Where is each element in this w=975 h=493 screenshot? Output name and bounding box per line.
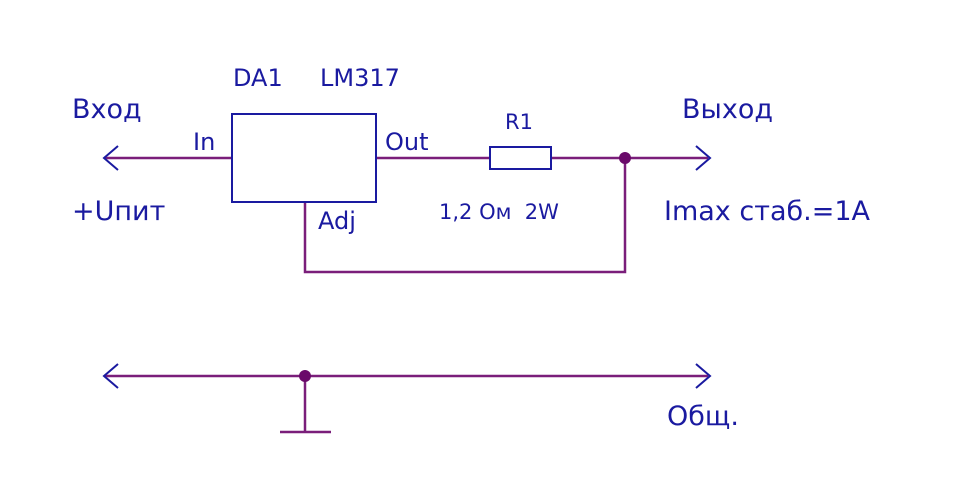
resistor-value-label: 1,2 Ом 2W <box>439 200 559 224</box>
components <box>231 113 552 203</box>
common-right-arrow-icon <box>695 363 712 389</box>
adj-feedback-wire <box>303 158 627 274</box>
regulator-chip <box>231 113 377 203</box>
chip-model: LM317 <box>320 64 400 92</box>
common-left-arrow-icon <box>102 363 119 389</box>
arrows <box>102 145 712 389</box>
junctions <box>299 152 631 382</box>
input-arrow-icon <box>102 145 119 171</box>
output-arrow-icon <box>695 145 712 171</box>
output-title: Выход <box>682 94 773 125</box>
resistor-r1 <box>489 146 552 170</box>
pin-in-label: In <box>193 128 215 156</box>
common-label: Общ. <box>667 401 739 432</box>
ground-junction-dot <box>299 370 311 382</box>
pin-out-label: Out <box>385 128 429 156</box>
resistor-ref-label: R1 <box>505 110 533 134</box>
input-voltage-label: +Uпит <box>72 196 165 227</box>
output-junction-dot <box>619 152 631 164</box>
output-current-label: Imax стаб.=1A <box>664 196 871 227</box>
pin-adj-label: Adj <box>318 207 356 235</box>
input-title: Вход <box>72 94 142 125</box>
wires <box>104 156 708 434</box>
chip-designator: DA1 <box>233 64 283 92</box>
